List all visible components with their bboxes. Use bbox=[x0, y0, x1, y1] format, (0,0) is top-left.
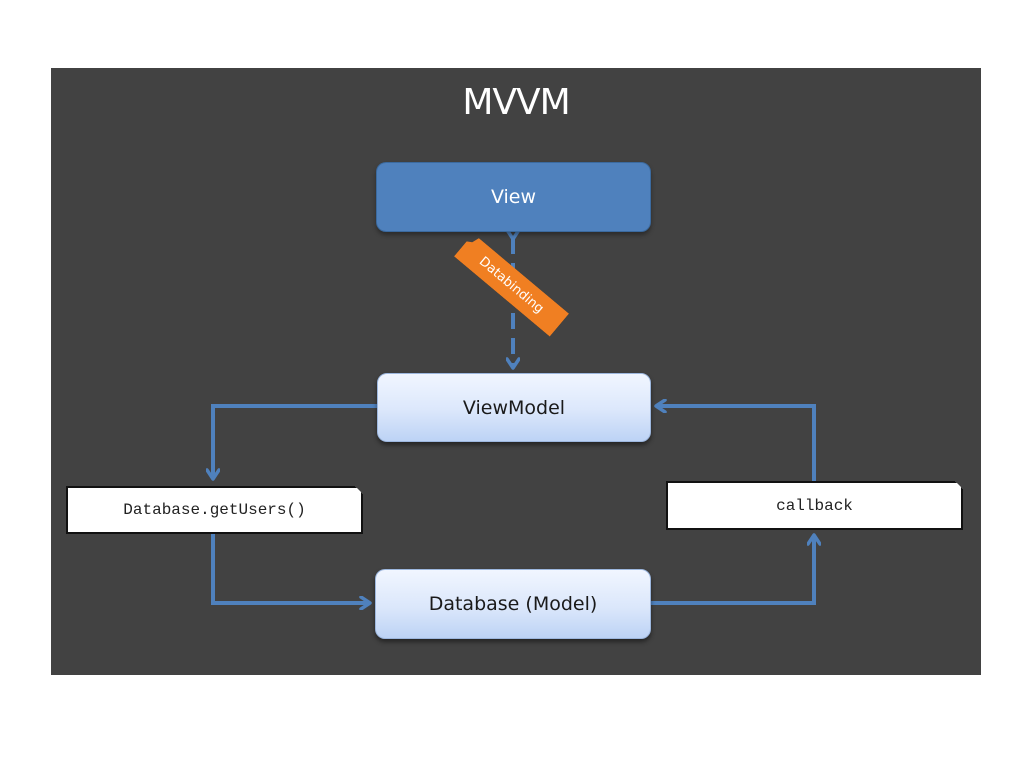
get-users-code-box: Database.getUsers() bbox=[66, 486, 363, 534]
callback-code-box: callback bbox=[666, 481, 963, 530]
view-node: View bbox=[376, 162, 651, 232]
viewmodel-node: ViewModel bbox=[377, 373, 651, 442]
get-users-label: Database.getUsers() bbox=[123, 501, 306, 519]
view-label: View bbox=[490, 186, 537, 208]
viewmodel-label: ViewModel bbox=[462, 396, 566, 419]
callback-label: callback bbox=[776, 496, 853, 515]
diagram-title: MVVM bbox=[462, 82, 570, 123]
model-label: Database (Model) bbox=[428, 593, 598, 615]
model-node: Database (Model) bbox=[375, 569, 651, 639]
